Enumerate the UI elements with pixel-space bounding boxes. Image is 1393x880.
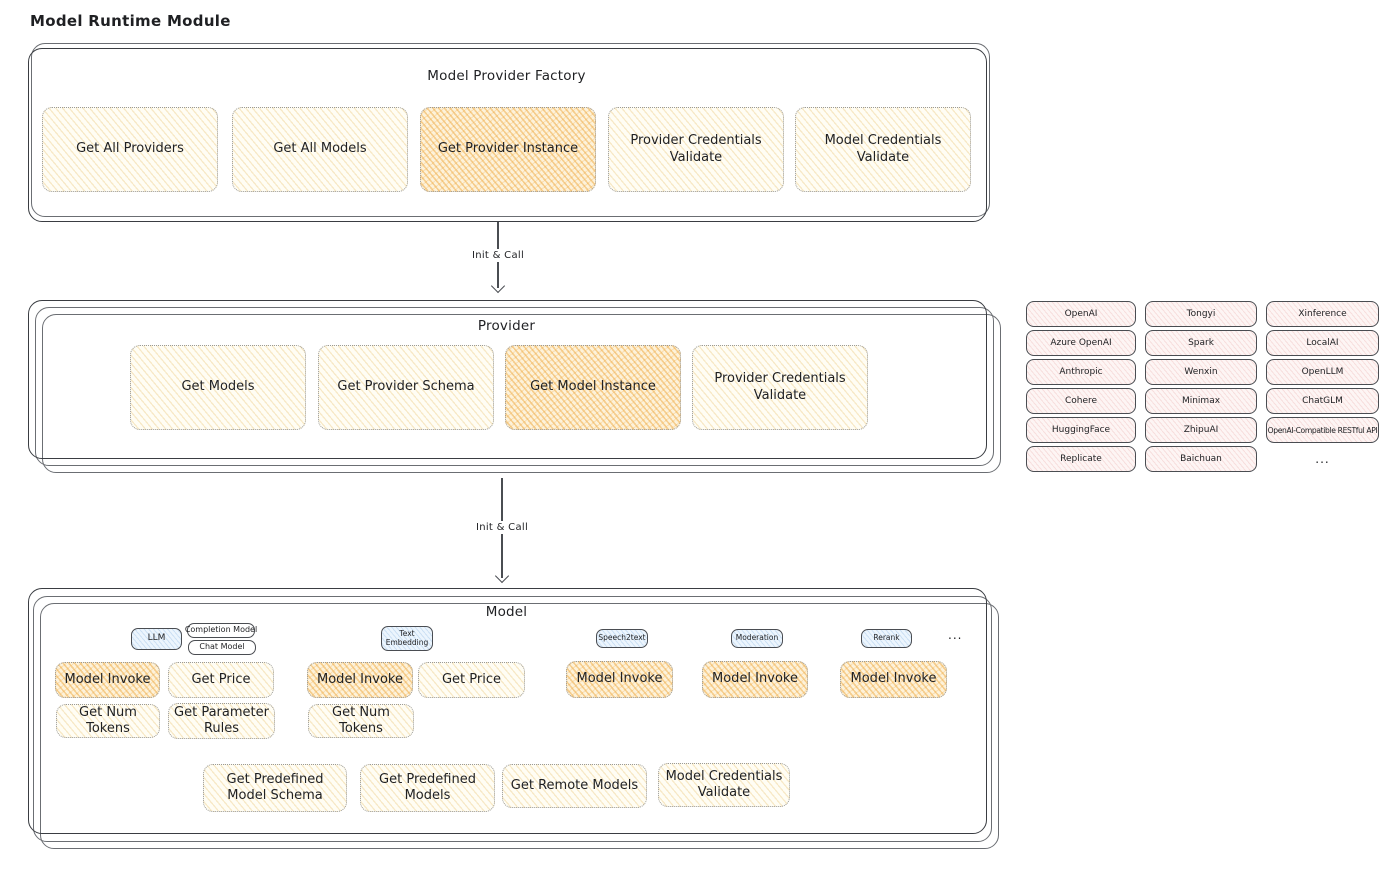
brand-replicate: Replicate xyxy=(1026,446,1136,472)
model-stack-layer-2 xyxy=(40,603,999,849)
node-get-predefined-models: Get Predefined Models xyxy=(360,764,495,812)
node-provider-credentials-validate: Provider Credentials Validate xyxy=(692,345,868,430)
factory-container xyxy=(28,48,987,222)
node-llm-get-price: Get Price xyxy=(168,662,274,698)
node-get-all-providers: Get All Providers xyxy=(42,107,218,192)
brand-baichuan: Baichuan xyxy=(1145,446,1257,472)
brand-openllm: OpenLLM xyxy=(1266,359,1379,385)
provider-title: Provider xyxy=(477,318,536,334)
arrow-head-factory-to-provider xyxy=(490,278,506,294)
node-get-models: Get Models xyxy=(130,345,306,430)
brand-spark: Spark xyxy=(1145,330,1257,356)
arrow-label-init-call-2: Init & Call xyxy=(470,521,534,534)
node-get-provider-instance: Get Provider Instance xyxy=(420,107,596,192)
model-container xyxy=(28,588,987,834)
tab-completion-model: Completion Model xyxy=(185,623,257,638)
node-get-all-models: Get All Models xyxy=(232,107,408,192)
arrow-head-provider-to-model xyxy=(494,568,510,584)
tab-speech2text: Speech2text xyxy=(596,629,648,648)
brand-wenxin: Wenxin xyxy=(1145,359,1257,385)
node-get-model-instance: Get Model Instance xyxy=(505,345,681,430)
brand-tongyi: Tongyi xyxy=(1145,301,1257,327)
brand-openai-compatible: OpenAI-Compatible RESTful API xyxy=(1266,417,1379,443)
node-llm-model-invoke: Model Invoke xyxy=(55,662,160,698)
node-embedding-get-price: Get Price xyxy=(418,662,525,698)
node-moderation-model-invoke: Model Invoke xyxy=(702,661,808,698)
brand-xinference: Xinference xyxy=(1266,301,1379,327)
tab-more-ellipsis: ... xyxy=(948,628,963,642)
node-get-predefined-model-schema: Get Predefined Model Schema xyxy=(203,764,347,812)
tab-moderation: Moderation xyxy=(731,629,783,648)
brand-huggingface: HuggingFace xyxy=(1026,417,1136,443)
brand-zhipuai: ZhipuAI xyxy=(1145,417,1257,443)
factory-title: Model Provider Factory xyxy=(427,68,586,84)
page-title: Model Runtime Module xyxy=(30,12,231,30)
provider-brand-grid: OpenAI Tongyi Xinference Azure OpenAI Sp… xyxy=(1026,301,1379,472)
brand-chatglm: ChatGLM xyxy=(1266,388,1379,414)
node-get-remote-models: Get Remote Models xyxy=(502,764,647,808)
node-model-credentials-validate: Model Credentials Validate xyxy=(658,763,790,807)
provider-stack-layer-2 xyxy=(42,314,1001,473)
brand-minimax: Minimax xyxy=(1145,388,1257,414)
tab-chat-model: Chat Model xyxy=(188,640,256,655)
model-title: Model xyxy=(485,604,528,620)
tab-text-embedding: Text Embedding xyxy=(381,626,433,651)
brand-cohere: Cohere xyxy=(1026,388,1136,414)
node-rerank-model-invoke: Model Invoke xyxy=(840,661,947,698)
node-embedding-model-invoke: Model Invoke xyxy=(307,662,413,698)
model-stack-layer-1 xyxy=(33,596,992,842)
node-llm-get-parameter-rules: Get Parameter Rules xyxy=(168,703,275,739)
node-model-credentials-validate-factory: Model Credentials Validate xyxy=(795,107,971,192)
node-provider-credentials-validate-factory: Provider Credentials Validate xyxy=(608,107,784,192)
brand-anthropic: Anthropic xyxy=(1026,359,1136,385)
node-llm-get-num-tokens: Get Num Tokens xyxy=(56,704,160,738)
arrow-label-init-call-1: Init & Call xyxy=(466,249,530,262)
brand-openai: OpenAI xyxy=(1026,301,1136,327)
provider-container xyxy=(28,300,987,459)
provider-stack-layer-1 xyxy=(35,307,994,466)
tab-llm: LLM xyxy=(131,628,182,650)
node-get-provider-schema: Get Provider Schema xyxy=(318,345,494,430)
tab-rerank: Rerank xyxy=(861,629,912,648)
brand-azure-openai: Azure OpenAI xyxy=(1026,330,1136,356)
brand-localai: LocalAI xyxy=(1266,330,1379,356)
brand-more-ellipsis: ... xyxy=(1315,452,1330,466)
node-speech2text-model-invoke: Model Invoke xyxy=(566,661,673,698)
node-embedding-get-num-tokens: Get Num Tokens xyxy=(308,704,414,738)
factory-stack-layer xyxy=(31,43,990,217)
